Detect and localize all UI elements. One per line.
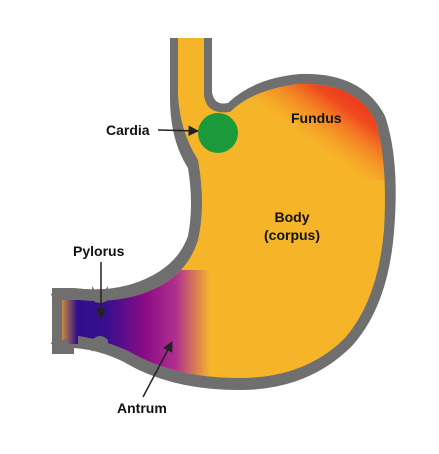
cardia-region xyxy=(198,113,238,153)
fundus-region xyxy=(250,75,385,180)
fundus-label: Fundus xyxy=(291,110,342,126)
antrum-label: Antrum xyxy=(117,400,167,416)
body-label-line2: (corpus) xyxy=(264,227,320,243)
body-label-line1: Body xyxy=(275,209,310,225)
cardia-arrow xyxy=(157,125,200,137)
pylorus-sphincter xyxy=(92,286,108,352)
cardia-label: Cardia xyxy=(106,122,150,138)
pylorus-label: Pylorus xyxy=(73,243,125,259)
duodenum-wave-bottom xyxy=(50,338,68,347)
antrum-arrow xyxy=(142,341,173,398)
duodenum-wave-top xyxy=(50,291,68,300)
